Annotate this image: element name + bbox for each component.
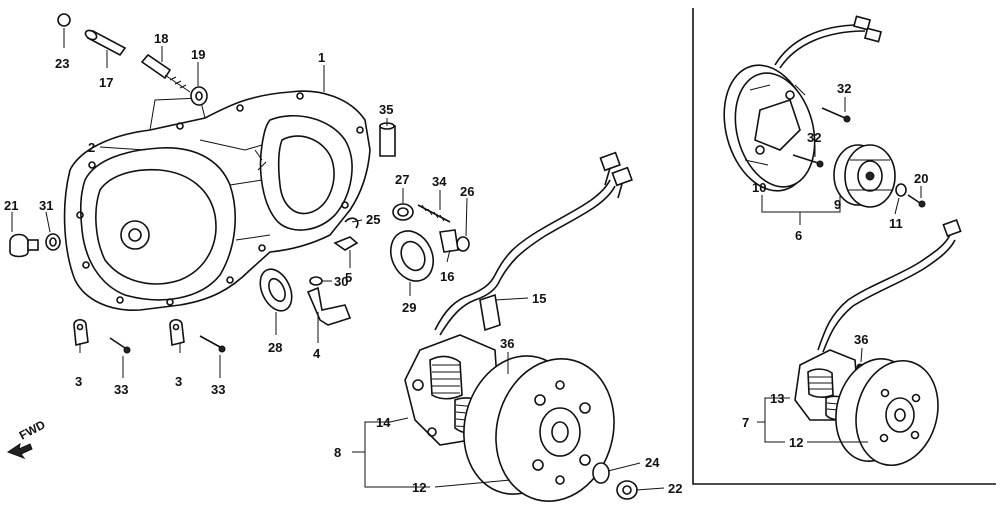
callout-31: 31 xyxy=(39,198,53,213)
callout-18: 18 xyxy=(154,31,168,46)
stator-assembly-upper-right xyxy=(723,15,883,192)
callout-5: 5 xyxy=(345,270,352,285)
callout-13: 13 xyxy=(770,391,784,406)
callout-21: 21 xyxy=(4,198,18,213)
rotor-upper-right xyxy=(833,144,926,208)
callout-30: 30 xyxy=(334,274,348,289)
seal-and-fittings xyxy=(259,217,359,326)
callout-19: 19 xyxy=(191,47,205,62)
crankcase-cover xyxy=(63,90,371,311)
callout-29: 29 xyxy=(402,300,416,315)
callout-23: 23 xyxy=(55,56,69,71)
callout-33b: 33 xyxy=(211,382,225,397)
callout-9: 9 xyxy=(834,197,841,212)
callout-3b: 3 xyxy=(175,374,182,389)
callout-3a: 3 xyxy=(75,374,82,389)
callout-20: 20 xyxy=(914,171,928,186)
callout-10: 10 xyxy=(752,180,766,195)
callout-15: 15 xyxy=(532,291,546,306)
fwd-label: FWD xyxy=(17,417,48,442)
callout-24: 24 xyxy=(645,455,660,470)
callout-32a: 32 xyxy=(837,81,851,96)
flywheel-lower-right xyxy=(835,358,939,467)
callout-28: 28 xyxy=(268,340,282,355)
callout-32b: 32 xyxy=(807,130,821,145)
panel-divider xyxy=(692,8,996,485)
callout-36a: 36 xyxy=(500,336,514,351)
callout-11: 11 xyxy=(889,216,903,231)
callout-34: 34 xyxy=(432,174,447,189)
callout-36b: 36 xyxy=(854,332,868,347)
callout-7: 7 xyxy=(742,415,749,430)
callout-26: 26 xyxy=(460,184,474,199)
callout-6: 6 xyxy=(795,228,802,243)
callout-22: 22 xyxy=(668,481,682,496)
callout-25: 25 xyxy=(366,212,380,227)
callout-labels: 1 2 3 3 4 5 6 7 8 9 10 11 12 12 13 14 15… xyxy=(4,31,928,496)
callout-12a: 12 xyxy=(412,480,426,495)
bearings-and-seals xyxy=(379,122,470,282)
callout-4: 4 xyxy=(313,346,321,361)
callout-17: 17 xyxy=(99,75,113,90)
callout-33a: 33 xyxy=(114,382,128,397)
callout-1: 1 xyxy=(318,50,325,65)
callout-12b: 12 xyxy=(789,435,803,450)
oil-plug-parts xyxy=(9,233,61,258)
callout-14: 14 xyxy=(376,415,391,430)
kick-shaft-parts xyxy=(57,13,208,106)
bracket-bolts xyxy=(73,318,226,354)
callout-16: 16 xyxy=(440,269,454,284)
leader-lines xyxy=(11,28,922,491)
callout-35: 35 xyxy=(379,102,393,117)
callout-27: 27 xyxy=(395,172,409,187)
forward-arrow-icon xyxy=(6,442,33,460)
flywheel-main xyxy=(463,355,638,502)
callout-8: 8 xyxy=(334,445,341,460)
callout-2: 2 xyxy=(88,140,95,155)
